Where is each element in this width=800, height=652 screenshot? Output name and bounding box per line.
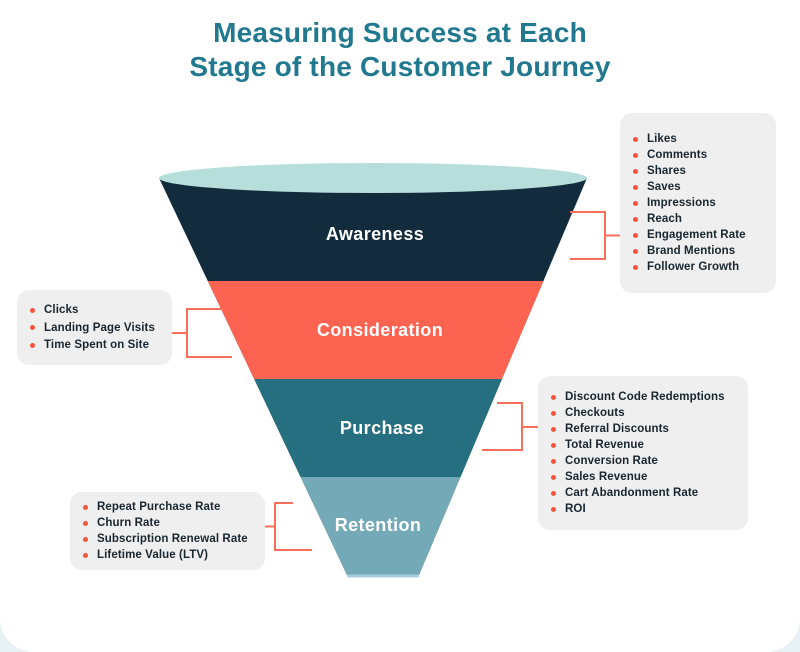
bullet-icon — [30, 307, 35, 313]
retention-stage-label: Retention — [335, 515, 422, 535]
bullet-icon — [83, 552, 88, 558]
bullet-icon — [633, 184, 638, 190]
awareness-connector — [570, 211, 620, 260]
metric-label: Cart Abandonment Rate — [565, 487, 699, 499]
bullet-icon — [551, 506, 556, 512]
bullet-icon — [551, 490, 556, 496]
metric-list-item: Conversion Rate — [551, 453, 742, 469]
bullet-icon — [633, 152, 638, 158]
funnel-mouth-ellipse — [159, 163, 587, 193]
metric-label: Engagement Rate — [647, 229, 746, 241]
bullet-icon — [30, 325, 35, 330]
bullet-icon — [83, 520, 88, 526]
metric-label: Landing Page Visits — [44, 321, 155, 334]
metric-list-item: Brand Mentions — [633, 243, 770, 259]
bullet-icon — [633, 216, 638, 222]
metric-label: Checkouts — [565, 407, 625, 419]
metric-label: Clicks — [44, 304, 79, 316]
page-title-line1: Measuring Success at Each — [213, 17, 587, 48]
metric-label: Discount Code Redemptions — [565, 391, 725, 403]
metric-list-item: Shares — [633, 163, 770, 179]
purchase-metric-list: Discount Code Redemptions Checkouts Refe… — [551, 389, 742, 517]
metric-label: Shares — [647, 165, 686, 177]
metric-label: Subscription Renewal Rate — [97, 533, 248, 545]
metric-list-item: Referral Discounts — [551, 421, 742, 437]
page-title-line2: Stage of the Customer Journey — [189, 51, 611, 82]
metric-list-item: Time Spent on Site — [30, 336, 166, 354]
purchase-stage-label: Purchase — [340, 418, 424, 438]
metric-label: Saves — [647, 181, 681, 193]
retention-connector — [265, 502, 312, 551]
bullet-icon — [633, 200, 638, 206]
metric-label: Repeat Purchase Rate — [97, 501, 221, 513]
retention-segment — [300, 477, 461, 575]
awareness-metric-list: Likes Comments Shares Saves — [633, 131, 770, 275]
page-title: Measuring Success at Each Stage of the C… — [0, 16, 800, 84]
metric-label: Impressions — [647, 197, 716, 209]
metric-label: Churn Rate — [97, 517, 160, 529]
bullet-icon — [83, 504, 88, 510]
metric-label: Comments — [647, 149, 708, 161]
metric-list-item: Engagement Rate — [633, 227, 770, 243]
bullet-icon — [30, 342, 35, 348]
metric-list-item: Landing Page Visits — [30, 319, 166, 337]
consideration-connector — [172, 308, 232, 358]
metric-list-item: Impressions — [633, 195, 770, 211]
awareness-stage-label: Awareness — [326, 224, 424, 244]
bullet-icon — [551, 410, 556, 416]
metric-label: Sales Revenue — [565, 471, 648, 483]
metric-label: Reach — [647, 213, 683, 225]
funnel-tip-highlight — [347, 574, 419, 578]
metric-label: ROI — [565, 503, 586, 515]
metric-label: Total Revenue — [565, 439, 645, 451]
metric-list-item: Subscription Renewal Rate — [83, 531, 259, 547]
metric-list-item: Follower Growth — [633, 259, 770, 275]
consideration-segment — [207, 281, 544, 379]
metric-list-item: Repeat Purchase Rate — [83, 499, 259, 515]
metric-label: Conversion Rate — [565, 455, 658, 467]
metric-list-item: ROI — [551, 501, 742, 517]
consideration-stage-label: Consideration — [317, 320, 443, 340]
bullet-icon — [633, 248, 638, 254]
bullet-icon — [551, 426, 556, 432]
purchase-connector — [482, 402, 538, 451]
purchase-metrics-box: Discount Code Redemptions Checkouts Refe… — [538, 376, 748, 530]
bullet-icon — [551, 394, 556, 400]
bullet-icon — [551, 442, 556, 448]
metric-list-item: Discount Code Redemptions — [551, 389, 742, 405]
metric-label: Lifetime Value (LTV) — [97, 549, 209, 561]
bullet-icon — [633, 232, 638, 238]
metric-list-item: Checkouts — [551, 405, 742, 421]
metric-list-item: Lifetime Value (LTV) — [83, 547, 259, 563]
consideration-metrics-box: Clicks Landing Page Visits Time Spent on… — [17, 290, 172, 365]
metric-label: Follower Growth — [647, 261, 740, 273]
metric-list-item: Saves — [633, 179, 770, 195]
bullet-icon — [551, 474, 556, 480]
metric-label: Referral Discounts — [565, 423, 670, 435]
metric-list-item: Sales Revenue — [551, 469, 742, 485]
bullet-icon — [633, 168, 638, 174]
bullet-icon — [551, 458, 556, 464]
purchase-segment — [254, 379, 502, 477]
consideration-metric-list: Clicks Landing Page Visits Time Spent on… — [30, 301, 166, 354]
bullet-icon — [633, 264, 638, 270]
metric-list-item: Churn Rate — [83, 515, 259, 531]
metric-list-item: Likes — [633, 131, 770, 147]
bullet-icon — [633, 136, 638, 142]
retention-metric-list: Repeat Purchase Rate Churn Rate Subscrip… — [83, 499, 259, 563]
retention-metrics-box: Repeat Purchase Rate Churn Rate Subscrip… — [70, 492, 265, 570]
awareness-metrics-box: Likes Comments Shares Saves — [620, 113, 776, 293]
metric-list-item: Comments — [633, 147, 770, 163]
metric-list-item: Cart Abandonment Rate — [551, 485, 742, 501]
metric-list-item: Reach — [633, 211, 770, 227]
metric-list-item: Total Revenue — [551, 437, 742, 453]
bullet-icon — [83, 536, 88, 542]
metric-label: Likes — [647, 133, 677, 145]
metric-label: Brand Mentions — [647, 245, 736, 257]
metric-label: Time Spent on Site — [44, 339, 150, 351]
metric-list-item: Clicks — [30, 301, 166, 319]
